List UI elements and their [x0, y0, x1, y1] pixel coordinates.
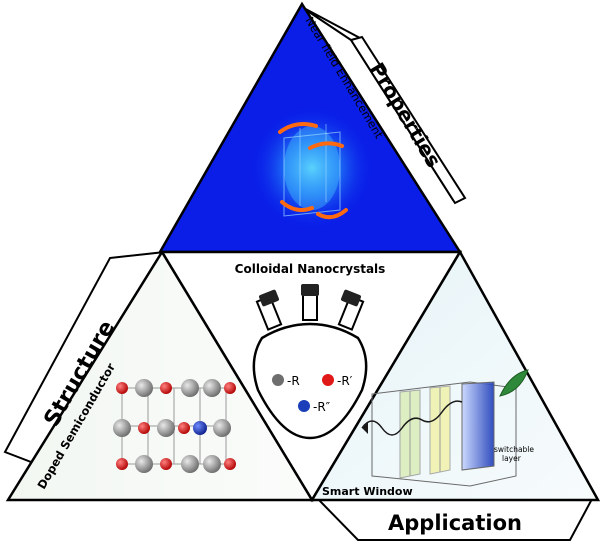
ligand-r-double-prime-dot — [298, 400, 310, 412]
ligand-r-dot — [272, 374, 284, 386]
application-flap-label: Application — [388, 511, 522, 535]
ligand-legend: -R -R′ -R″ — [272, 374, 353, 414]
smart-window-subtitle: Smart Window — [322, 485, 413, 498]
three-neck-flask — [252, 284, 368, 440]
center-title: Colloidal Nanocrystals — [235, 262, 386, 276]
near-field-illustration — [250, 106, 374, 230]
ligand-r-label: -R — [287, 374, 300, 388]
smart-window-illustration — [361, 369, 529, 487]
structure-panel — [5, 249, 315, 502]
lattice-atoms — [113, 379, 236, 473]
switchable-layer-callout-line1: switchable — [494, 445, 534, 454]
ligand-r-double-prime-label: -R″ — [313, 400, 331, 414]
application-panel — [309, 249, 600, 502]
ligand-r-prime-dot — [322, 374, 334, 386]
properties-flap-outer — [349, 35, 467, 205]
ligand-r-prime-label: -R′ — [337, 374, 353, 388]
switchable-layer-callout-line2: layer — [502, 454, 522, 463]
